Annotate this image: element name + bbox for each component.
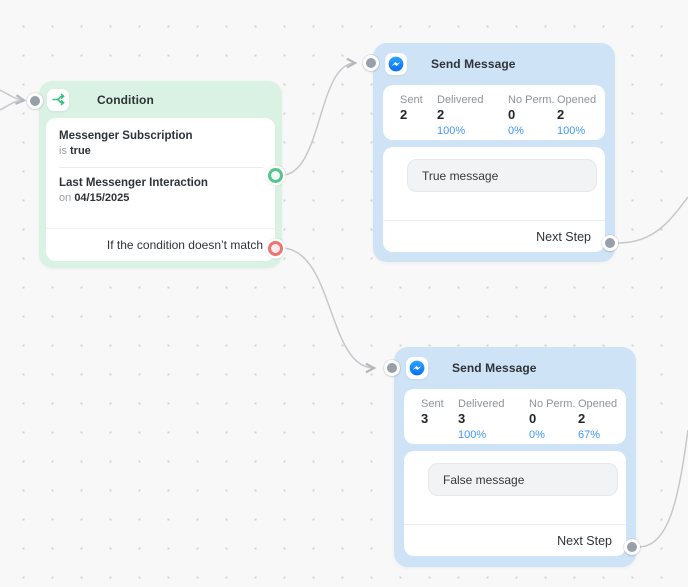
message1-input-port[interactable] (363, 55, 379, 71)
condition-else-label: If the condition doesn’t match (46, 228, 275, 261)
message-node-2[interactable]: Send Message Sent 3 Delivered 3 100% No … (384, 347, 640, 567)
condition-rule: Last Messenger Interaction on 04/15/2025 (59, 177, 263, 204)
condition-node-header: Condition (39, 81, 282, 118)
rule-value: is true (59, 145, 91, 157)
rule-divider (59, 167, 263, 168)
condition-rules: Messenger Subscription is true Last Mess… (46, 118, 275, 228)
condition-node-title: Condition (97, 92, 154, 107)
message-node-title: Send Message (431, 57, 516, 71)
message-bubble[interactable]: True message (407, 159, 597, 192)
edge-incoming-a[interactable] (0, 89, 24, 100)
stat-no-perm: No Perm. 0 0% (529, 398, 576, 441)
rule-value: on 04/15/2025 (59, 192, 130, 204)
condition-card: Messenger Subscription is true Last Mess… (46, 118, 275, 261)
message-node-header: Send Message (373, 43, 615, 85)
edge-condition-else[interactable] (283, 247, 374, 368)
rule-name: Last Messenger Interaction (59, 177, 208, 189)
message-node-1[interactable]: Send Message Sent 2 Delivered 2 100% No … (363, 43, 618, 262)
condition-true-port[interactable] (268, 167, 283, 183)
stat-sent: Sent 3 (421, 398, 444, 426)
next-step-label: Next Step (404, 524, 626, 556)
stat-sent: Sent 2 (400, 94, 423, 122)
edge-condition-true[interactable] (282, 63, 355, 176)
message-body: True message Next Step (383, 147, 605, 252)
condition-rule: Messenger Subscription is true (59, 130, 263, 157)
next-step-label: Next Step (383, 220, 605, 252)
message2-input-port[interactable] (384, 360, 400, 376)
condition-else-port[interactable] (268, 240, 283, 256)
stat-delivered: Delivered 3 100% (458, 398, 505, 441)
rule-name: Messenger Subscription (59, 130, 193, 142)
message-stats: Sent 2 Delivered 2 100% No Perm. 0 0% Op… (383, 85, 605, 140)
condition-node[interactable]: Condition Messenger Subscription is true… (27, 81, 283, 268)
edge-incoming-b[interactable] (0, 99, 21, 111)
messenger-icon (406, 357, 428, 379)
stat-opened: Opened 2 100% (557, 94, 597, 137)
stat-opened: Opened 2 67% (578, 398, 618, 441)
edge-message1-next[interactable] (617, 196, 688, 244)
edge-message2-next[interactable] (639, 429, 688, 548)
stat-delivered: Delivered 2 100% (437, 94, 484, 137)
message-node-title: Send Message (452, 361, 537, 375)
message-bubble[interactable]: False message (428, 463, 618, 496)
branch-icon (47, 88, 69, 111)
stat-no-perm: No Perm. 0 0% (508, 94, 555, 137)
condition-input-port[interactable] (27, 93, 43, 109)
message-stats: Sent 3 Delivered 3 100% No Perm. 0 0% Op… (404, 389, 626, 444)
message1-next-step-port[interactable] (602, 235, 618, 251)
message-node-header: Send Message (394, 347, 636, 389)
message2-next-step-port[interactable] (624, 539, 640, 555)
message-body: False message Next Step (404, 451, 626, 556)
messenger-icon (385, 53, 407, 75)
